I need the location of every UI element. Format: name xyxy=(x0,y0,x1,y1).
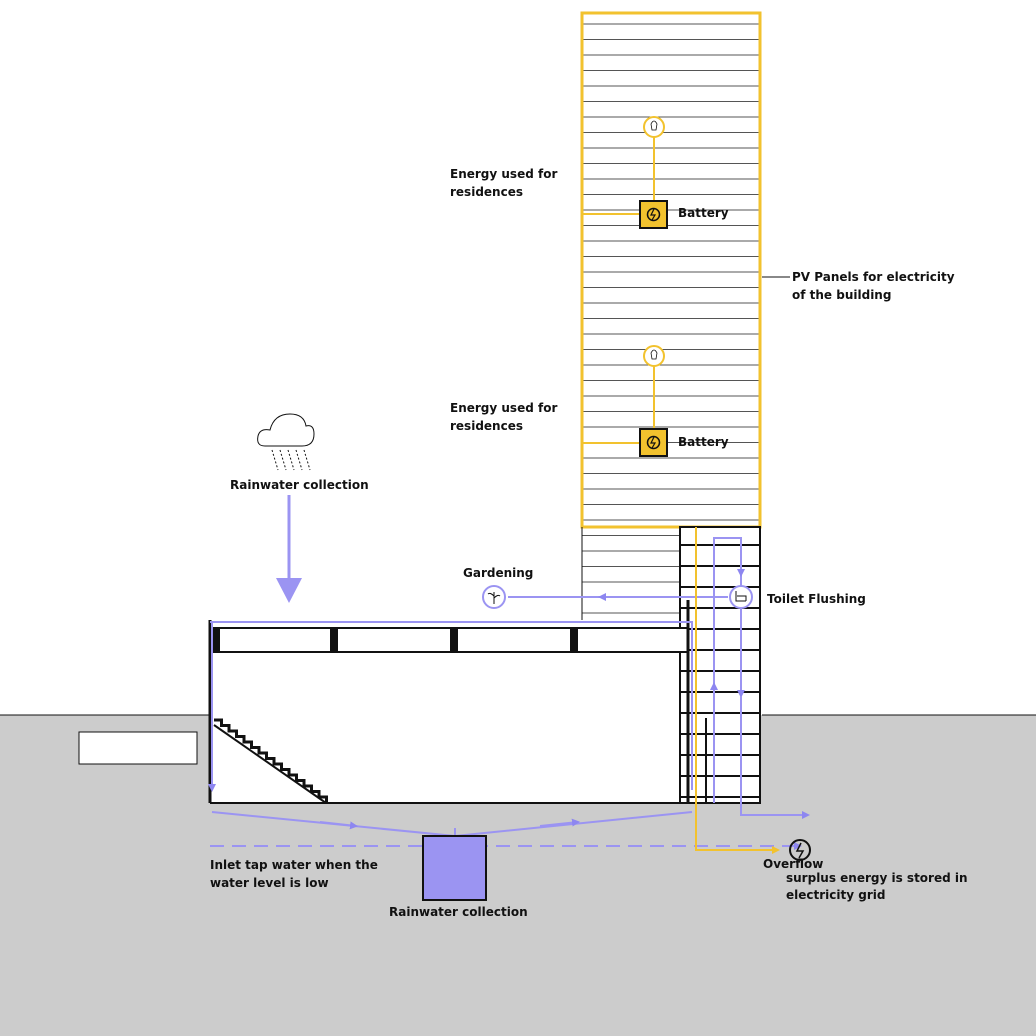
grid-power-icon xyxy=(789,839,811,861)
battery-label-upper: Battery xyxy=(678,206,729,220)
energy-label-lower-line2: residences xyxy=(450,419,523,433)
energy-label-lower-line1: Energy used for xyxy=(450,401,557,415)
pv-panel-frame xyxy=(580,11,762,529)
stair-core-steps xyxy=(680,544,760,798)
energy-system xyxy=(582,136,780,854)
rainwater-tank-label: Rainwater collection xyxy=(389,905,528,919)
inlet-tap-label-line1: Inlet tap water when the xyxy=(210,858,378,872)
gardening-label: Gardening xyxy=(463,566,533,580)
energy-label-upper-line2: residences xyxy=(450,185,523,199)
rainwater-collection-top-label: Rainwater collection xyxy=(230,478,369,492)
surplus-energy-label-line2: electricity grid xyxy=(786,888,885,902)
overflow-label: Overflow xyxy=(763,857,823,871)
roof-gutter xyxy=(210,621,693,660)
pv-panels-label-line2: of the building xyxy=(792,288,891,302)
ground xyxy=(0,715,1036,1036)
plant-icon xyxy=(482,585,506,609)
water-system xyxy=(208,495,810,850)
grid-feed-line xyxy=(695,527,780,854)
toilet-flushing-label: Toilet Flushing xyxy=(767,592,866,606)
energy-label-upper-line1: Energy used for xyxy=(450,167,557,181)
rainwater-tank xyxy=(422,835,487,901)
cloud-rain-icon xyxy=(257,413,315,471)
pv-panels-label-line1: PV Panels for electricity xyxy=(792,270,955,284)
ground-void-building xyxy=(210,715,688,803)
collection-arrow-right xyxy=(539,818,580,827)
rain-down-arrowhead xyxy=(276,578,302,603)
battery-icon xyxy=(639,428,668,457)
roof-beams xyxy=(214,628,578,652)
lightbulb-icon xyxy=(643,345,665,367)
stair-stringer xyxy=(213,724,327,804)
inlet-tap-label-line2: water level is low xyxy=(210,876,329,890)
ground-opening xyxy=(78,731,198,765)
toilet-icon xyxy=(729,585,753,609)
collection-arrow-left xyxy=(319,821,358,830)
stair-profile xyxy=(214,718,328,803)
interior-staircase xyxy=(213,718,328,804)
overflow-pipe xyxy=(740,696,810,819)
lightbulb-icon xyxy=(643,116,665,138)
stair-core xyxy=(679,526,761,804)
battery-icon xyxy=(639,200,668,229)
surplus-energy-label-line1: surplus energy is stored in xyxy=(786,871,968,885)
tower-siding xyxy=(582,23,760,614)
battery-label-lower: Battery xyxy=(678,435,729,449)
